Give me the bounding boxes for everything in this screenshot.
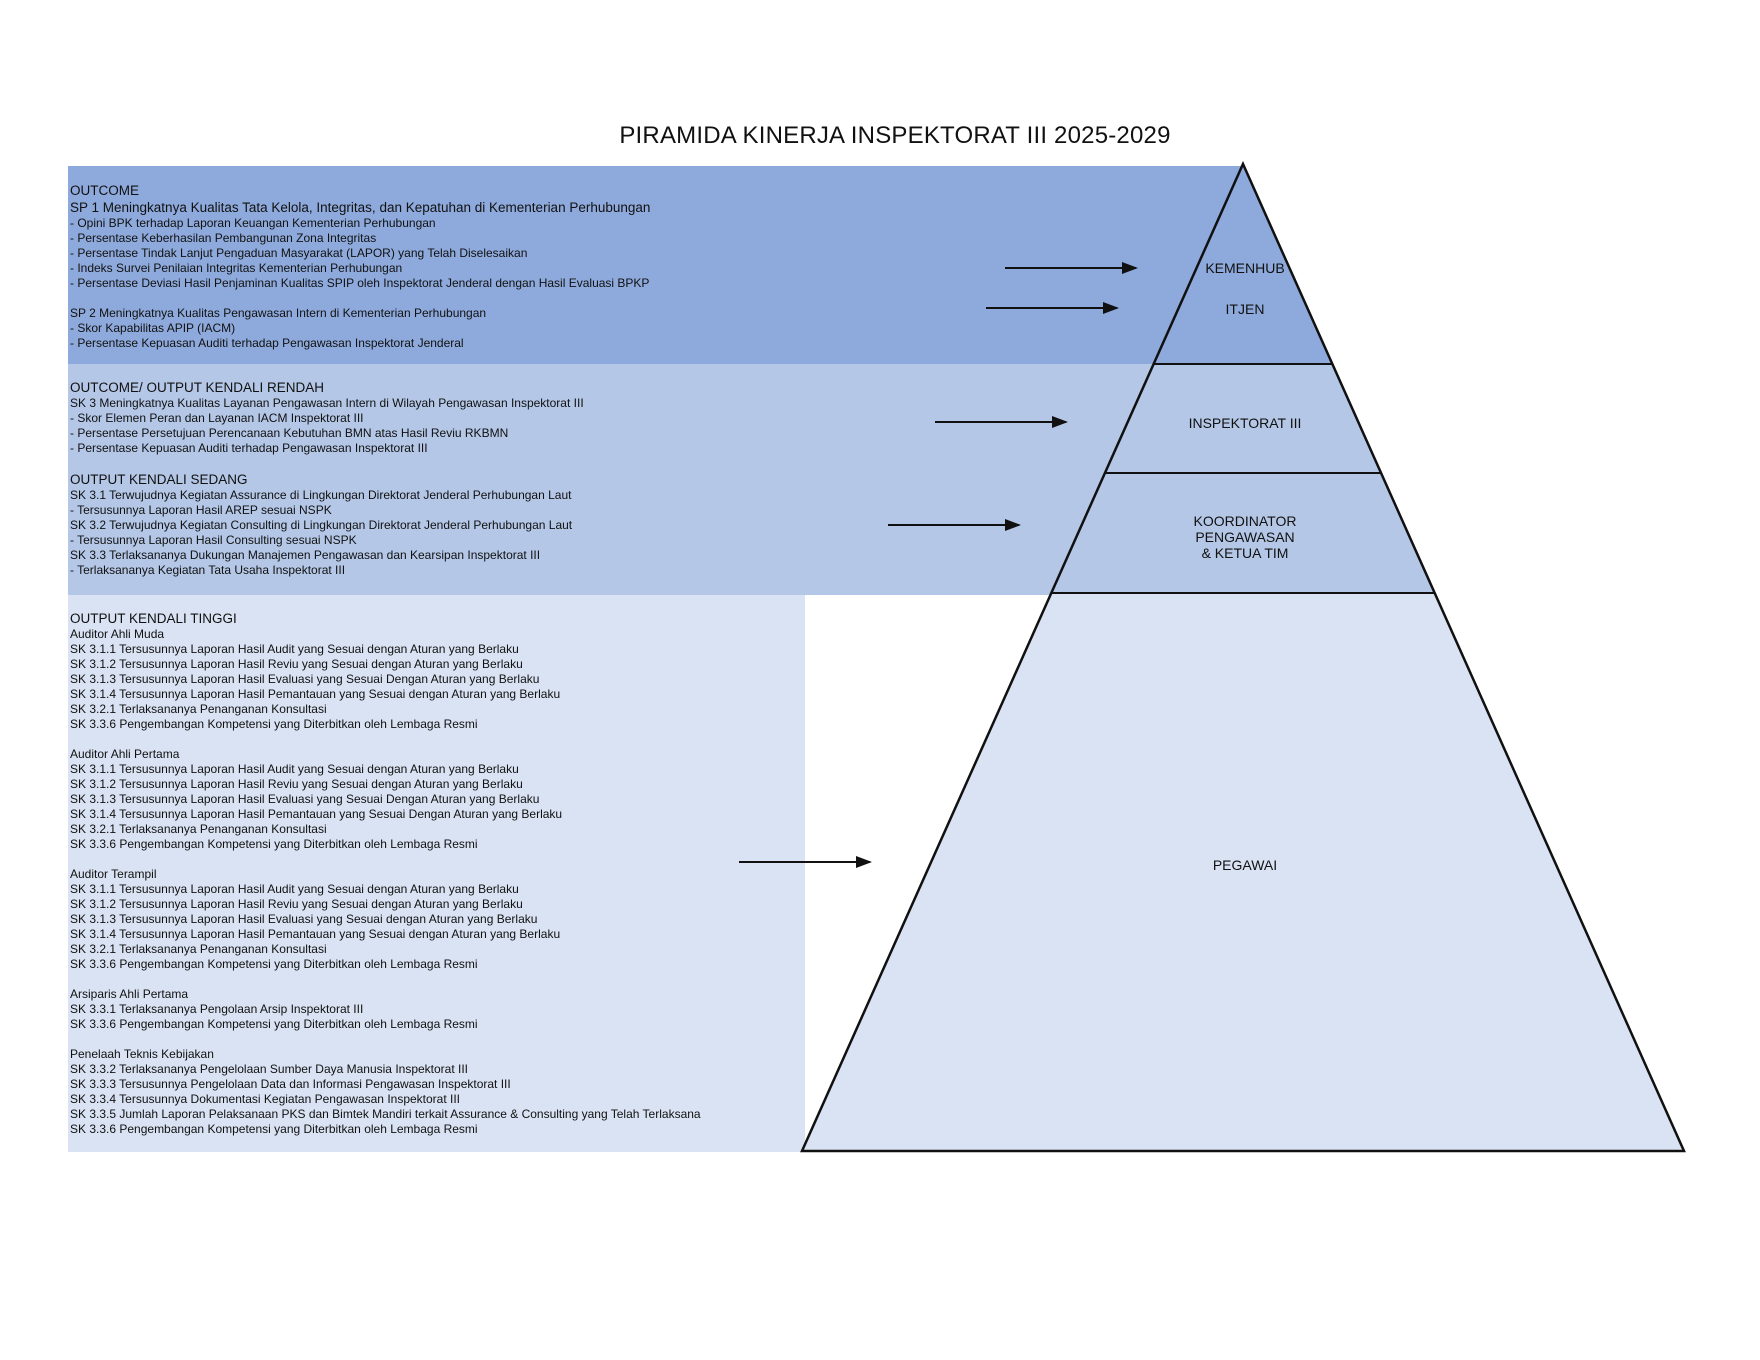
section-heading: OUTPUT KENDALI TINGGI [70, 611, 237, 626]
text-line: SK 3.3.6 Pengembangan Kompetensi yang Di… [70, 957, 478, 971]
text-line: SK 3.1.4 Tersusunnya Laporan Hasil Peman… [70, 927, 561, 941]
text-line: SK 3.1.1 Tersusunnya Laporan Hasil Audit… [70, 642, 519, 656]
text-line: SP 1 Meningkatnya Kualitas Tata Kelola, … [70, 200, 651, 215]
text-line: SK 3.3.2 Terlaksananya Pengelolaan Sumbe… [70, 1062, 469, 1076]
text-line: - Persentase Tindak Lanjut Pengaduan Mas… [70, 246, 528, 260]
text-line: SK 3.1.2 Tersusunnya Laporan Hasil Reviu… [70, 657, 523, 671]
text-line: - Persentase Deviasi Hasil Penjaminan Ku… [70, 276, 650, 290]
kendali-tinggi-band [68, 595, 805, 1152]
text-line: SK 3.1 Terwujudnya Kegiatan Assurance di… [70, 488, 572, 502]
text-line: - Opini BPK terhadap Laporan Keuangan Ke… [70, 216, 436, 230]
kendali-rendah-sedang-band [68, 364, 1243, 595]
tier-label-inspektorat: INSPEKTORAT III [1188, 415, 1302, 431]
tier-label-itjen: ITJEN [1225, 301, 1265, 317]
text-line: SK 3.3.1 Terlaksananya Pengolaan Arsip I… [70, 1002, 364, 1016]
text-line: Penelaah Teknis Kebijakan [70, 1047, 214, 1061]
text-line: SK 3.1.4 Tersusunnya Laporan Hasil Peman… [70, 687, 561, 701]
text-line: SK 3.1.4 Tersusunnya Laporan Hasil Peman… [70, 807, 563, 821]
section-heading: OUTCOME/ OUTPUT KENDALI RENDAH [70, 380, 325, 395]
text-line: Auditor Ahli Muda [70, 627, 165, 641]
text-line: SK 3.1.1 Tersusunnya Laporan Hasil Audit… [70, 882, 519, 896]
text-line: SK 3.1.3 Tersusunnya Laporan Hasil Evalu… [70, 792, 540, 806]
text-line: SK 3.2.1 Terlaksananya Penanganan Konsul… [70, 942, 327, 956]
tier-label-kemenhub: KEMENHUB [1205, 260, 1285, 276]
text-line: Arsiparis Ahli Pertama [70, 987, 189, 1001]
spacer [70, 852, 701, 867]
page-title: PIRAMIDA KINERJA INSPEKTORAT III 2025-20… [619, 122, 1171, 149]
spacer [70, 972, 701, 987]
text-line: SK 3.2 Terwujudnya Kegiatan Consulting d… [70, 518, 573, 532]
section-heading: OUTCOME [70, 183, 139, 198]
text-line: SK 3.2.1 Terlaksananya Penanganan Konsul… [70, 702, 327, 716]
text-line: Auditor Terampil [70, 867, 157, 881]
text-line: - Persentase Keberhasilan Pembangunan Zo… [70, 231, 377, 245]
text-line: SK 3.1.2 Tersusunnya Laporan Hasil Reviu… [70, 777, 523, 791]
text-line: - Skor Kapabilitas APIP (IACM) [70, 321, 236, 335]
spacer [70, 291, 650, 306]
text-line: SK 3.3 Terlaksananya Dukungan Manajemen … [70, 548, 541, 562]
text-line: SP 2 Meningkatnya Kualitas Pengawasan In… [70, 306, 487, 320]
text-line: - Persentase Persetujuan Perencanaan Keb… [70, 426, 509, 440]
spacer [70, 732, 701, 747]
text-line: - Tersusunnya Laporan Hasil Consulting s… [70, 533, 357, 547]
pyramid-tier-pegawai [802, 593, 1684, 1151]
text-line: - Indeks Survei Penilaian Integritas Kem… [70, 261, 403, 275]
text-line: - Persentase Kepuasan Auditi terhadap Pe… [70, 336, 464, 350]
outcome-text: OUTCOME SP 1 Meningkatnya Kualitas Tata … [70, 182, 650, 351]
outcome-band [68, 166, 1243, 364]
text-line: SK 3.1.3 Tersusunnya Laporan Hasil Evalu… [70, 912, 538, 926]
tier-label-koordinator: KOORDINATOR PENGAWASAN & KETUA TIM [1193, 513, 1297, 561]
text-line: OUTPUT KENDALI SEDANG [70, 472, 248, 487]
pyramid-outline [800, 160, 1686, 1153]
text-line: SK 3.3.6 Pengembangan Kompetensi yang Di… [70, 1017, 478, 1031]
text-line: - Tersusunnya Laporan Hasil AREP sesuai … [70, 503, 332, 517]
text-line: SK 3.3.6 Pengembangan Kompetensi yang Di… [70, 1122, 478, 1136]
text-line: SK 3.3.6 Pengembangan Kompetensi yang Di… [70, 717, 478, 731]
text-line: - Skor Elemen Peran dan Layanan IACM Ins… [70, 411, 364, 425]
text-line: SK 3.3.4 Tersusunnya Dokumentasi Kegiata… [70, 1092, 461, 1106]
text-line: - Terlaksananya Kegiatan Tata Usaha Insp… [70, 563, 346, 577]
text-line: Auditor Ahli Pertama [70, 747, 180, 761]
text-line: SK 3.3.3 Tersusunnya Pengelolaan Data da… [70, 1077, 511, 1091]
kendali-rendah-sedang-text: OUTCOME/ OUTPUT KENDALI RENDAH SK 3 Meni… [70, 379, 584, 578]
text-line: SK 3.3.6 Pengembangan Kompetensi yang Di… [70, 837, 478, 851]
text-line: SK 3.1.1 Tersusunnya Laporan Hasil Audit… [70, 762, 519, 776]
spacer [70, 1032, 701, 1047]
text-line: SK 3.1.3 Tersusunnya Laporan Hasil Evalu… [70, 672, 540, 686]
text-line: SK 3 Meningkatnya Kualitas Layanan Penga… [70, 396, 584, 410]
pyramid-tier-koordinator [1052, 473, 1434, 593]
pyramid-tier-inspektorat [1104, 364, 1382, 473]
text-line: SK 3.2.1 Terlaksananya Penanganan Konsul… [70, 822, 327, 836]
text-line: - Persentase Kepuasan Auditi terhadap Pe… [70, 441, 428, 455]
tier-label-pegawai: PEGAWAI [1212, 857, 1278, 873]
text-line: SK 3.3.5 Jumlah Laporan Pelaksanaan PKS … [70, 1107, 701, 1121]
text-line: SK 3.1.2 Tersusunnya Laporan Hasil Reviu… [70, 897, 523, 911]
pyramid-tier-top [1154, 164, 1333, 364]
spacer [70, 456, 584, 471]
